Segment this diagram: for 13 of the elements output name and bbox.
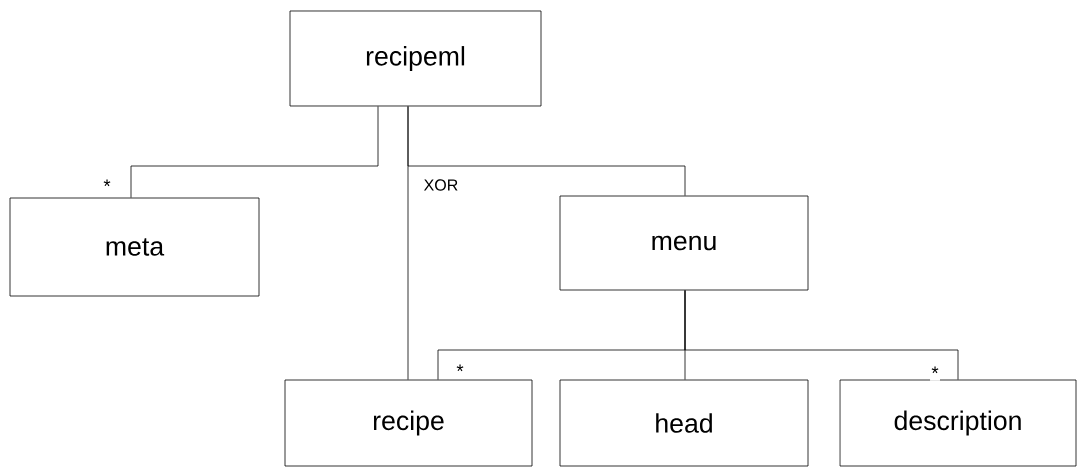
connector-line xyxy=(407,106,686,196)
element-box: head xyxy=(559,379,809,467)
element-box: description xyxy=(839,379,1077,467)
multiplicity-mark: * xyxy=(930,365,940,381)
element-box: recipe xyxy=(284,379,533,467)
element-box: recipeml xyxy=(289,10,542,107)
annotation-label: XOR xyxy=(422,178,460,192)
connector-line xyxy=(684,290,959,380)
element-box: meta xyxy=(9,197,260,297)
multiplicity-mark: * xyxy=(102,178,112,194)
multiplicity-mark: * xyxy=(455,363,465,379)
element-box: menu xyxy=(559,195,809,291)
connector-line xyxy=(130,106,379,198)
